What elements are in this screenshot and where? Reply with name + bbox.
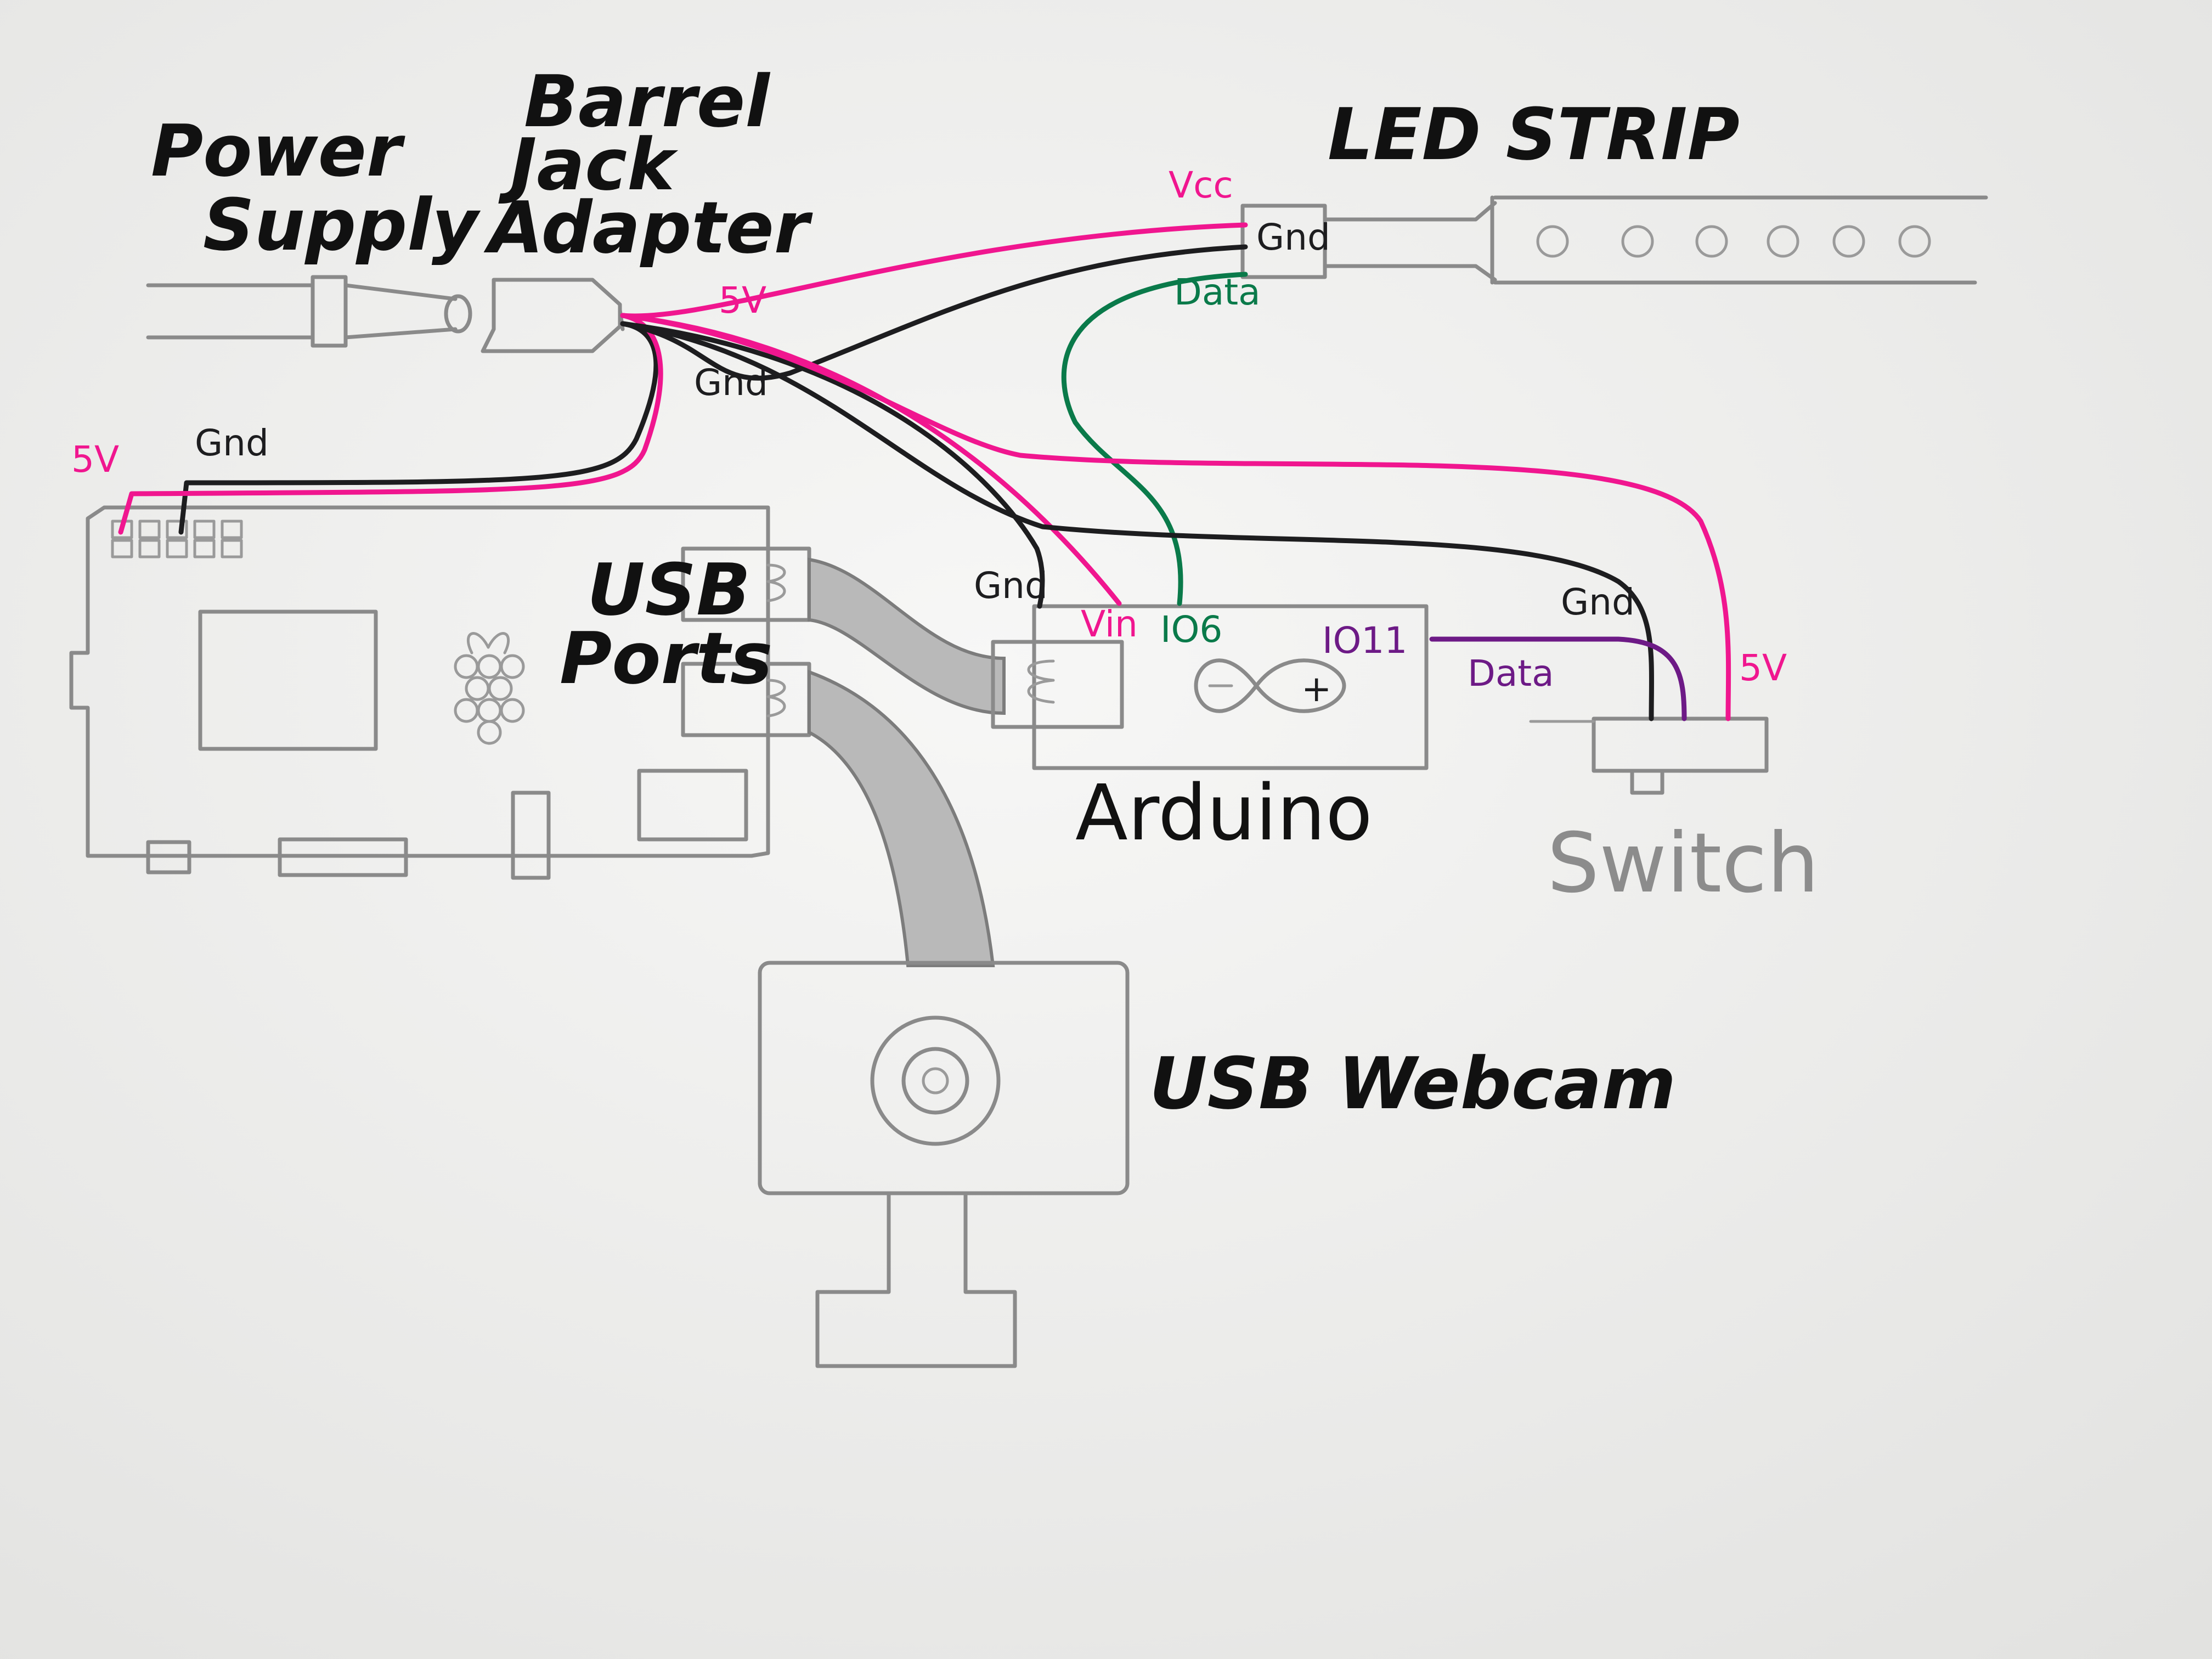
- arduino-plus-sign: +: [1301, 668, 1331, 710]
- wire-jack-to-switch-gnd: [620, 321, 1654, 721]
- led-1: [1536, 225, 1569, 258]
- ethernet-port: [637, 769, 748, 842]
- usb-cable-webcam: [808, 669, 995, 967]
- label-jack-5v: 5V: [719, 279, 766, 321]
- led-3: [1695, 225, 1728, 258]
- wire-jack-to-pi-5v: [118, 313, 663, 535]
- label-switch-5v: 5V: [1739, 647, 1787, 689]
- label-arduino-gnd: Gnd: [974, 565, 1048, 607]
- usb-cable-arduino: [808, 557, 1006, 715]
- label-usb-ports-line2: Ports: [560, 617, 772, 700]
- label-switch-gnd: Gnd: [1561, 581, 1635, 623]
- label-barrel-line1: Barrel: [524, 60, 771, 143]
- led-5: [1832, 225, 1865, 258]
- wire-jack-to-arduino-gnd: [620, 321, 1045, 609]
- label-usb-webcam: USB Webcam: [1149, 1042, 1676, 1125]
- wire-labels: Vcc Gnd Data 5V Gnd 5V Gnd Gnd Vin IO6 I…: [71, 164, 1787, 695]
- label-barrel-line2: Jack: [498, 123, 679, 206]
- audio-jack: [511, 791, 551, 880]
- label-led-strip: LED STRIP: [1328, 93, 1740, 176]
- label-arduino-vin: Vin: [1081, 603, 1138, 645]
- gpio-header: [111, 520, 243, 558]
- label-pi-gnd: Gnd: [195, 422, 269, 464]
- switch: [1529, 716, 1769, 795]
- arduino-board: +: [991, 604, 1429, 770]
- label-strip-gnd: Gnd: [1256, 216, 1330, 258]
- wire-jack-to-switch-5v: [620, 313, 1731, 721]
- wires: [118, 222, 1731, 721]
- led-4: [1767, 225, 1799, 258]
- component-labels: Power Supply Barrel Jack Adapter LED STR…: [151, 60, 1819, 1125]
- arduino-usb-port: [991, 640, 1124, 729]
- label-jack-gnd: Gnd: [694, 362, 768, 404]
- label-pi-5v: 5V: [71, 438, 119, 481]
- micro-usb-port: [146, 840, 191, 874]
- arduino-logo-icon: [1194, 658, 1346, 713]
- label-arduino-io11: IO11: [1322, 619, 1407, 662]
- wire-io11-to-switch-data: [1429, 636, 1687, 721]
- wire-jack-to-led-gnd: [620, 244, 1248, 381]
- led-6: [1898, 225, 1931, 258]
- label-strip-data: Data: [1174, 271, 1261, 313]
- raspberry-logo-icon: [454, 632, 525, 745]
- led-2: [1621, 225, 1654, 258]
- usb-webcam: [758, 961, 1130, 1368]
- label-arduino: Arduino: [1075, 769, 1373, 858]
- hdmi-port: [278, 837, 408, 877]
- label-switch-data: Data: [1468, 652, 1554, 695]
- label-barrel-line3: Adapter: [483, 186, 813, 269]
- wire-jack-to-pi-gnd: [178, 321, 659, 535]
- label-vcc: Vcc: [1169, 164, 1233, 206]
- label-power-supply-line2: Supply: [203, 183, 481, 267]
- raspberry-pi-board: [69, 505, 811, 880]
- label-switch: Switch: [1547, 816, 1819, 911]
- wire-jack-to-led-vcc: [620, 222, 1248, 319]
- label-arduino-io6: IO6: [1160, 608, 1222, 651]
- led-strip: [1240, 195, 1988, 285]
- wire-led-data-to-io6: [1061, 272, 1248, 606]
- power-supply: [146, 275, 472, 348]
- label-usb-ports-line1: USB: [587, 548, 751, 631]
- label-power-supply-line1: Power: [151, 109, 405, 193]
- soc-chip: [198, 610, 378, 751]
